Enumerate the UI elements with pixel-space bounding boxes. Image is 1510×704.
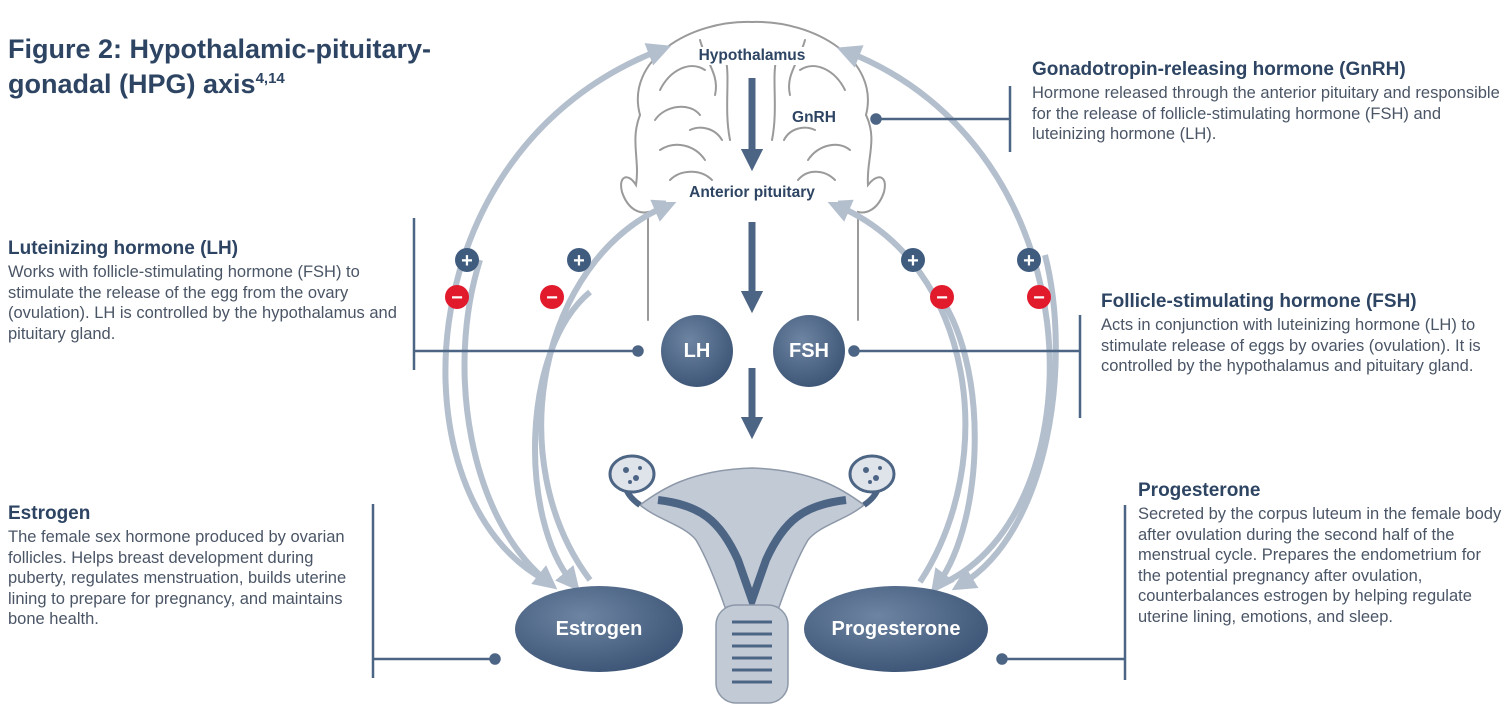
progesterone-body: Secreted by the corpus luteum in the fem… (1138, 504, 1504, 627)
estrogen-node-label: Estrogen (515, 618, 683, 641)
gnrh-body: Hormone released through the anterior pi… (1032, 83, 1502, 145)
figure-title: Figure 2: Hypothalamic-pituitary- gonada… (8, 32, 528, 102)
positive-sign: + (461, 250, 473, 272)
negative-sign: − (1033, 287, 1045, 309)
estrogen-body: The female sex hormone produced by ovari… (8, 527, 360, 630)
figure-title-line2: gonadal (HPG) axis (8, 69, 256, 99)
hypothalamus-label: Hypothalamus (680, 47, 824, 65)
positive-sign: + (573, 250, 585, 272)
fsh-body: Acts in conjunction with luteinizing hor… (1101, 315, 1501, 377)
negative-sign: − (546, 287, 558, 309)
figure-title-references: 4,14 (256, 70, 285, 87)
lh-description: Luteinizing hormone (LH) Works with foll… (8, 237, 403, 344)
progesterone-description: Progesterone Secreted by the corpus lute… (1138, 479, 1504, 627)
gnrh-label: GnRH (788, 109, 840, 127)
negative-sign: − (451, 287, 463, 309)
progesterone-heading: Progesterone (1138, 479, 1504, 502)
lh-heading: Luteinizing hormone (LH) (8, 237, 403, 260)
fsh-heading: Follicle-stimulating hormone (FSH) (1101, 290, 1501, 313)
anterior-pituitary-label: Anterior pituitary (666, 184, 838, 202)
figure-title-line1: Figure 2: Hypothalamic-pituitary- (8, 34, 431, 64)
gnrh-heading: Gonadotropin-releasing hormone (GnRH) (1032, 58, 1502, 81)
positive-sign: + (1023, 250, 1035, 272)
lh-body: Works with follicle-stimulating hormone … (8, 262, 403, 344)
estrogen-description: Estrogen The female sex hormone produced… (8, 502, 360, 630)
progesterone-node-label: Progesterone (804, 618, 988, 641)
negative-sign: − (936, 287, 948, 309)
lh-node-label: LH (661, 340, 733, 363)
fsh-node-label: FSH (773, 340, 845, 363)
fsh-description: Follicle-stimulating hormone (FSH) Acts … (1101, 290, 1501, 377)
gnrh-description: Gonadotropin-releasing hormone (GnRH) Ho… (1032, 58, 1502, 145)
estrogen-heading: Estrogen (8, 502, 360, 525)
positive-sign: + (907, 250, 919, 272)
